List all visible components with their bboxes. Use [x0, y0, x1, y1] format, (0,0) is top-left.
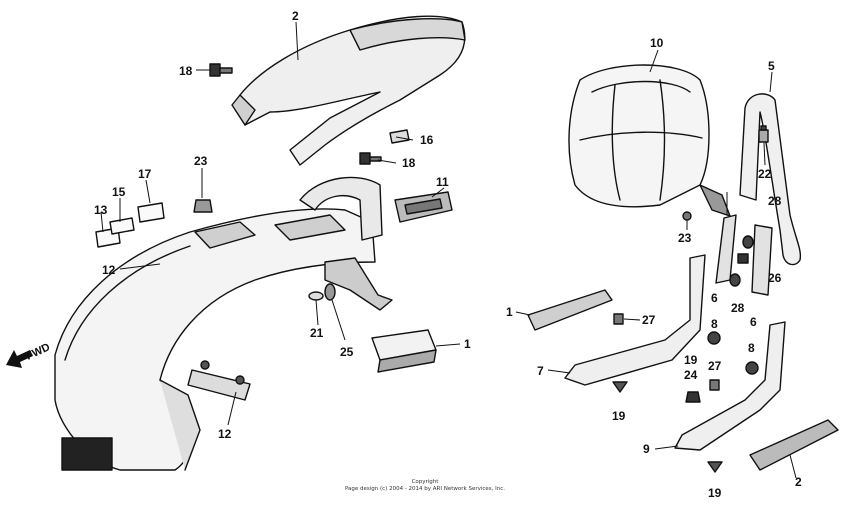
sticker-15[interactable] — [109, 217, 135, 235]
backrest-pad[interactable] — [568, 64, 731, 217]
washer-20[interactable] — [308, 291, 324, 301]
nut-26[interactable] — [737, 253, 749, 264]
callout-3: 1 — [464, 337, 471, 351]
callout-19-b: 19 — [612, 409, 626, 423]
clip-19-b[interactable] — [707, 461, 723, 473]
trim-1[interactable] — [527, 289, 613, 331]
backrest-frame[interactable] — [739, 93, 802, 266]
callout-11: 11 — [436, 175, 449, 189]
callout-23: 24 — [684, 368, 698, 382]
grommet-8-a[interactable] — [707, 331, 721, 345]
bracket-12[interactable] — [187, 360, 251, 401]
bushing-28-a[interactable] — [742, 235, 754, 249]
fender-rail[interactable] — [299, 176, 393, 311]
callout-15: 15 — [112, 185, 126, 199]
bracket-9[interactable] — [674, 321, 786, 451]
plate-6-left[interactable] — [715, 214, 737, 284]
callout-19-c: 19 — [708, 486, 722, 500]
fwd-arrow-icon — [6, 350, 33, 368]
callout-8-a: 8 — [711, 317, 718, 331]
callout-28-bottom: 28 — [731, 301, 745, 315]
plate-6-right[interactable] — [751, 224, 773, 296]
bolt-18-mid[interactable] — [359, 152, 382, 165]
bushing-28-b[interactable] — [729, 273, 741, 287]
collar-25[interactable] — [324, 283, 336, 301]
callout-14: 13 — [94, 203, 108, 217]
bolt-18-top[interactable] — [209, 63, 233, 77]
reflector-2[interactable] — [749, 419, 839, 471]
callout-6-left: 6 — [711, 291, 718, 305]
nut-24[interactable] — [193, 199, 213, 213]
callout-20: 21 — [310, 326, 324, 340]
rear-fender[interactable] — [54, 208, 376, 471]
callout-18-mid: 18 — [402, 156, 416, 170]
callout-25: 25 — [340, 345, 354, 359]
seat-cowl[interactable] — [231, 15, 466, 166]
callout-5: 5 — [768, 59, 775, 73]
callout-7: 7 — [537, 364, 544, 378]
callout-27-b: 27 — [708, 359, 722, 373]
callout-4: 2 — [292, 9, 299, 23]
callout-28-top: 28 — [768, 194, 782, 208]
callout-9: 9 — [643, 442, 650, 456]
callout-26: 26 — [768, 271, 782, 285]
bolt-22[interactable] — [682, 211, 692, 221]
callout-2: 2 — [795, 475, 802, 489]
callout-19-a: 19 — [684, 353, 698, 367]
bolt-21[interactable] — [758, 125, 769, 143]
page-design-text: Page design (c) 2004 - 2014 by ARI Netwo… — [344, 486, 506, 492]
callout-21: 22 — [758, 167, 772, 181]
callout-16: 16 — [420, 133, 434, 147]
clip-19-a[interactable] — [612, 381, 628, 393]
callout-6-right: 6 — [750, 315, 757, 329]
callout-labels: 2 18 16 18 23 17 15 13 11 12 21 25 1 12 … — [94, 9, 802, 500]
callout-24: 23 — [194, 154, 208, 168]
fwd-label: FWD — [24, 341, 52, 362]
pad-3[interactable] — [371, 329, 437, 373]
callout-8-b: 8 — [748, 341, 755, 355]
callout-18-top: 18 — [179, 64, 193, 78]
grommet-8-b[interactable] — [745, 361, 759, 375]
bracket-7[interactable] — [564, 254, 706, 386]
bolt-27-a[interactable] — [613, 313, 624, 325]
callout-17: 17 — [138, 167, 152, 181]
callout-12: 12 — [218, 427, 232, 441]
callout-10: 10 — [650, 36, 664, 50]
callout-22: 23 — [678, 231, 692, 245]
callout-27-a: 27 — [642, 313, 656, 327]
nut-23[interactable] — [685, 391, 701, 403]
copyright-text: Copyright — [411, 479, 439, 485]
sticker-17[interactable] — [137, 202, 165, 223]
clip-16[interactable] — [389, 129, 410, 144]
leader-lines — [100, 21, 797, 479]
reflector-11[interactable] — [394, 191, 453, 223]
callout-13: 12 — [102, 263, 116, 277]
bolt-27-b[interactable] — [709, 379, 720, 391]
callout-1: 1 — [506, 305, 513, 319]
